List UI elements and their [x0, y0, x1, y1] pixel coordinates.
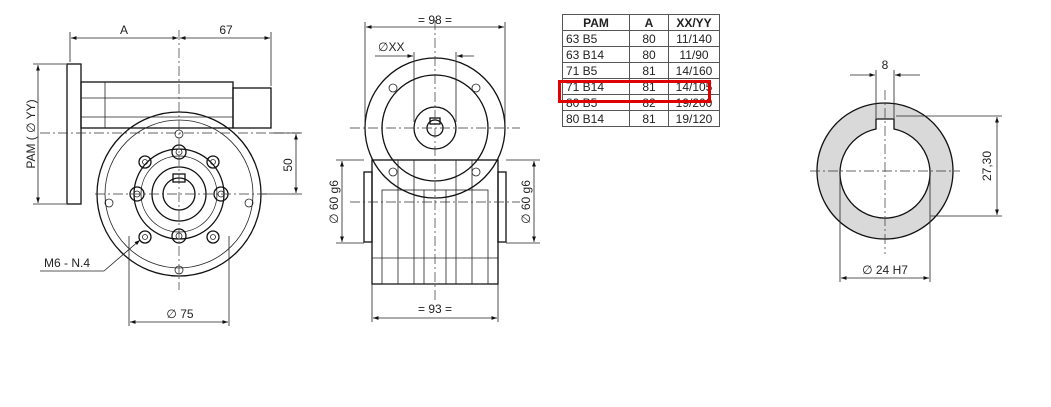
- table-cell: 63 B5: [562, 30, 630, 47]
- section-view: 8 27,30 ∅ 24 H7: [810, 58, 1002, 282]
- row-highlight-box: [558, 80, 711, 103]
- dim-67-label: 67: [219, 23, 233, 37]
- table-cell: 81: [629, 62, 669, 79]
- hub-cross-section: [816, 102, 954, 240]
- dim-50-label: 50: [281, 158, 295, 172]
- table-row: 63 B14 80 11/90: [562, 46, 720, 63]
- dim-xx-label: ∅XX: [378, 40, 404, 54]
- dim-8-label: 8: [882, 58, 889, 72]
- dim-a-label: A: [120, 23, 128, 37]
- flange-body: [80, 81, 234, 129]
- col-header-a: A: [629, 14, 669, 31]
- motor-flange: [66, 63, 82, 205]
- dim-2730-label: 27,30: [980, 151, 994, 181]
- col-header-xxyy: XX/YY: [668, 14, 720, 31]
- dim-93-label: = 93 =: [418, 302, 452, 316]
- front-view: = 98 = ∅XX ∅ 60 g6 ∅ 60 g6 = 93 =: [327, 13, 540, 322]
- table-cell: 81: [629, 110, 669, 127]
- table-cell: 63 B14: [562, 46, 630, 63]
- table-row: 80 B14 81 19/120: [562, 110, 720, 127]
- bolt-note-label: M6 - N.4: [44, 256, 90, 270]
- table-cell: 80: [629, 46, 669, 63]
- dim-60-left-label: ∅ 60 g6: [327, 180, 341, 224]
- flange-end: [232, 87, 272, 129]
- side-view: A 67 PAM ( ∅ YY) 50 ∅ 75 M6 - N.4: [24, 23, 302, 326]
- table-cell: 19/120: [668, 110, 720, 127]
- table-row: 63 B5 80 11/140: [562, 30, 720, 47]
- dim-98-label: = 98 =: [418, 13, 452, 27]
- table-header-row: PAM A XX/YY: [562, 14, 720, 31]
- table-cell: 14/160: [668, 62, 720, 79]
- dim-pam-label: PAM ( ∅ YY): [24, 99, 38, 168]
- table-cell: 11/140: [668, 30, 720, 47]
- dim-60-right-label: ∅ 60 g6: [519, 180, 533, 224]
- dim-75-label: ∅ 75: [166, 307, 193, 321]
- spec-table: PAM A XX/YY 63 B5 80 11/140 63 B14 80 11…: [562, 14, 720, 127]
- table-cell: 80: [629, 30, 669, 47]
- table-cell: 71 B5: [562, 62, 630, 79]
- dim-24-label: ∅ 24 H7: [862, 263, 908, 277]
- table-cell: 80 B14: [562, 110, 630, 127]
- table-row: 71 B5 81 14/160: [562, 62, 720, 79]
- table-cell: 11/90: [668, 46, 720, 63]
- col-header-pam: PAM: [562, 14, 630, 31]
